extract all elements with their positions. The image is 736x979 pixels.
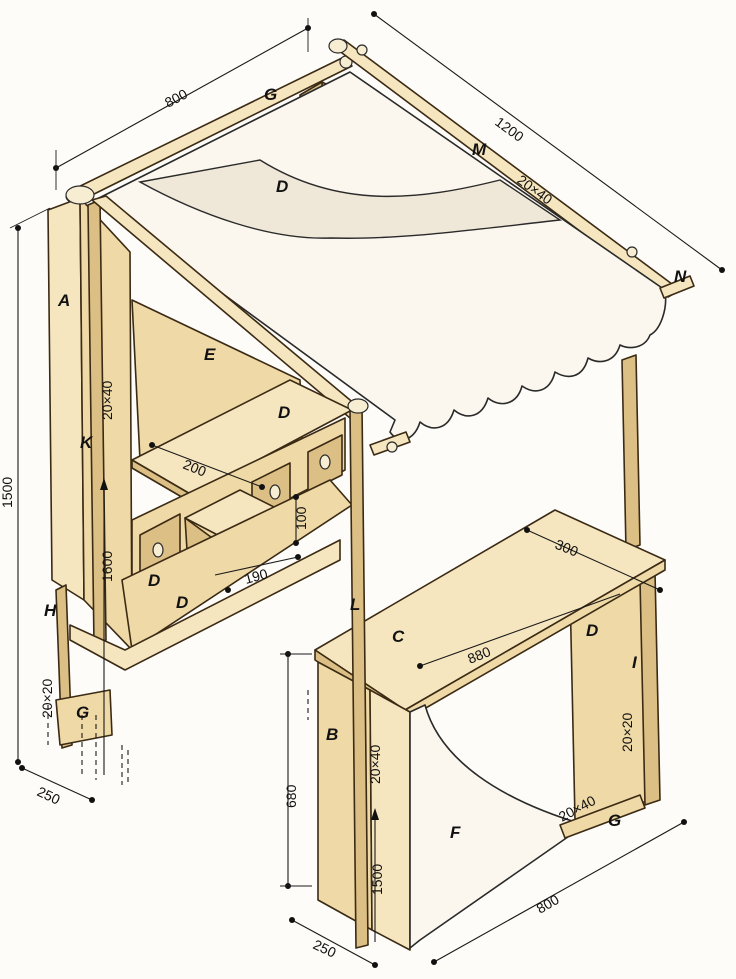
dim-post-k-length: 1600: [99, 551, 115, 582]
part-label-d-counter: D: [586, 621, 598, 640]
left-foot-g: [55, 689, 113, 746]
part-label-l: L: [350, 595, 360, 614]
dim-drawer-height: 100: [293, 506, 309, 530]
awning-rod-n-end: [659, 275, 695, 299]
part-label-d-lower-1: D: [148, 571, 160, 590]
part-label-d-middle: D: [278, 403, 290, 422]
counter-back-post: [621, 354, 641, 551]
part-label-f: F: [450, 823, 461, 842]
dim-left-depth: 250: [35, 783, 63, 807]
post-k-cap: [65, 185, 95, 205]
counter-curtain-f: [409, 704, 586, 949]
part-label-d-upper: D: [276, 177, 288, 196]
lower-bench: [69, 539, 341, 671]
ridge-peg: [356, 44, 368, 56]
dim-post-k-section: 20×40: [99, 380, 115, 420]
part-label-g-top: G: [264, 85, 277, 104]
dim-h-section: 20×20: [39, 678, 55, 718]
dim-i-section: 20×20: [619, 712, 635, 752]
part-label-a: A: [57, 291, 70, 310]
dim-right-depth: 250: [311, 936, 339, 960]
dim-post-l-length: 1500: [369, 864, 385, 895]
dim-line-right-width: [433, 821, 685, 963]
ridge-peg: [626, 246, 638, 258]
drawer-knob: [269, 484, 281, 500]
part-label-c: C: [392, 627, 405, 646]
dim-roof-length: 1200: [492, 113, 527, 144]
dim-line-counter-depth: [526, 529, 661, 591]
dim-line-left-depth: [21, 767, 93, 801]
rod-end-cap: [386, 441, 398, 453]
part-label-g-bottom: G: [608, 811, 621, 830]
dim-line-right-depth: [291, 919, 376, 966]
part-label-h: H: [44, 601, 57, 620]
dim-drawer-width: 190: [243, 565, 270, 587]
part-label-k: K: [80, 433, 94, 452]
part-label-d-lower-2: D: [176, 593, 188, 612]
canopy-underside: [137, 159, 562, 239]
part-label-b: B: [326, 725, 338, 744]
bottom-rail-g: [559, 794, 646, 839]
dim-counter-height: 680: [283, 784, 299, 808]
post-l-cap: [347, 398, 369, 414]
part-label-i: I: [632, 653, 638, 672]
dim-line-drawer-spacing: [151, 444, 263, 488]
dim-post-l-section: 20×40: [367, 744, 383, 784]
dim-right-width: 800: [534, 891, 562, 917]
left-side-panel-a: [47, 197, 85, 601]
drawer-knob: [319, 454, 331, 470]
part-label-e: E: [204, 345, 216, 364]
part-label-m: M: [472, 140, 487, 159]
dim-line-drawer-width: [214, 556, 299, 576]
part-label-n: N: [674, 267, 687, 286]
drawer-knob: [152, 542, 164, 558]
dim-line-counter-length: [419, 593, 621, 667]
dim-line-top-width: [55, 27, 309, 169]
ridge-end-cap: [328, 38, 348, 54]
dim-left-height: 1500: [0, 477, 15, 508]
counter-side-panel-f: [369, 689, 411, 951]
part-label-g-left: G: [76, 703, 89, 722]
dim-line-roof-length: [373, 13, 723, 271]
